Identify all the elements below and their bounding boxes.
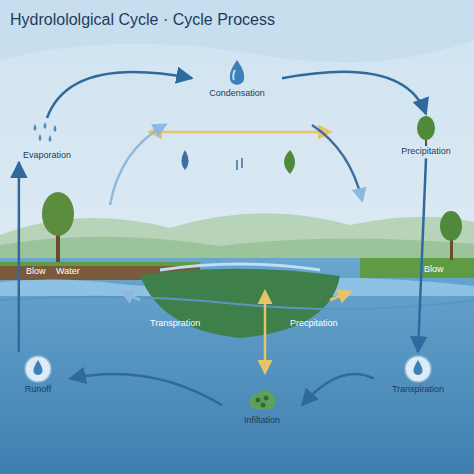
- illustration-shape: [312, 125, 362, 200]
- illustration-shape: [264, 396, 269, 401]
- cycle-arrow: [418, 158, 426, 352]
- process-label: Precpitation: [290, 318, 338, 328]
- cycle-arrow: [282, 72, 426, 114]
- illustration-shape: [150, 131, 330, 134]
- cycle-arrow: [18, 162, 21, 352]
- illustration-shape: [34, 122, 57, 142]
- evaporation-node: Evaporation: [8, 118, 86, 162]
- process-label: Transpration: [150, 318, 200, 328]
- node-icon: [406, 116, 446, 146]
- node-label: Condensation: [209, 88, 265, 98]
- illustration-shape: [405, 356, 431, 382]
- illustration-shape: [256, 398, 261, 403]
- node-icon: [398, 354, 438, 384]
- illustration-shape: [42, 192, 74, 236]
- illustration-shape: [414, 360, 423, 375]
- node-label: Transpiration: [392, 384, 444, 394]
- cycle-arrow: [70, 374, 222, 405]
- illustration-shape: [237, 158, 242, 170]
- illustration-shape: [330, 292, 350, 300]
- illustration-shape: [264, 292, 267, 372]
- illustration-shape: [250, 390, 276, 410]
- node-icon: [27, 120, 67, 150]
- illustration-shape: [182, 150, 189, 170]
- cycle-arrow: [47, 72, 192, 118]
- node-icon: [18, 354, 58, 384]
- cycle-arrow: [302, 374, 374, 405]
- node-icon: [217, 58, 257, 88]
- illustration-shape: [160, 264, 320, 270]
- illustration-shape: [34, 360, 43, 375]
- node-label: Runoff: [25, 384, 51, 394]
- illustration-shape: [25, 356, 51, 382]
- illustration-shape: [284, 150, 295, 174]
- node-icon: [242, 385, 282, 415]
- illustration-shape: [261, 403, 266, 408]
- illustration-shape: [230, 60, 244, 85]
- illustration-shape: [440, 211, 462, 241]
- node-label: Infiltation: [244, 415, 280, 425]
- illustration-shape: [360, 258, 474, 278]
- water-label: Blow: [424, 264, 444, 274]
- illustration-shape: [0, 297, 474, 309]
- illustration-shape: [122, 292, 140, 300]
- node-label: Evaporation: [23, 150, 71, 160]
- infiltation-node: Infiltation: [222, 383, 302, 427]
- illustration-shape: [0, 262, 200, 266]
- illustration-shape: [417, 116, 435, 140]
- transpiration-node: Transpiration: [374, 352, 462, 396]
- node-label: Precipitation: [401, 146, 451, 156]
- precipitation-node: Precipitation: [384, 114, 468, 158]
- runoff-node: Runoff: [6, 352, 70, 396]
- diagram-title: Hydrolololgical Cycle · Cycle Process: [10, 11, 275, 29]
- condensation-node: Condensation: [192, 56, 282, 100]
- illustration-shape: [0, 0, 474, 62]
- water-label: Blow: [26, 266, 46, 276]
- illustration-shape: [110, 125, 165, 205]
- illustration-shape: [233, 70, 235, 80]
- illustration-shape: [0, 258, 474, 474]
- water-label: Water: [56, 266, 80, 276]
